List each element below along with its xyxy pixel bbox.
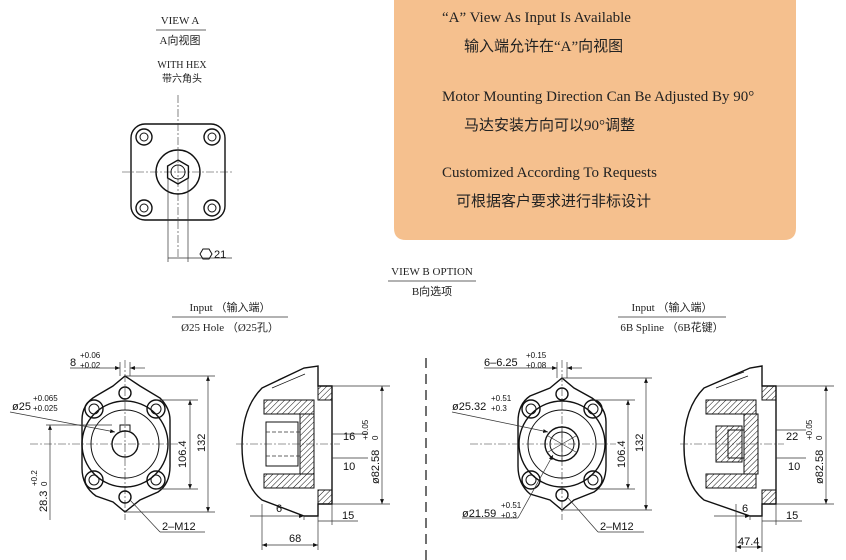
left-pilot-dia: ø82.58 (370, 450, 382, 484)
right-bolt-holes (521, 387, 603, 502)
right-dim-106: 106.4 (616, 440, 628, 468)
right-side-section (680, 365, 784, 517)
right-pilot-dia: ø82.58 (814, 450, 826, 484)
view-b-heading: VIEW B OPTION B向选项 (388, 266, 476, 298)
left-side-10: 10 (343, 461, 355, 473)
left-key-height-tol-upper: +0.2 (30, 470, 39, 486)
left-side-68: 68 (289, 533, 301, 545)
right-major-tol-lower: +0.3 (491, 404, 507, 413)
note-1-en: “A” View As Input Is Available (442, 10, 631, 26)
left-dim-106: 106.4 (177, 440, 189, 468)
option-right: Input （输入端） 6B Spline （6B花键） 6–6.25 (451, 300, 834, 552)
left-key-tol-upper: +0.06 (80, 351, 101, 360)
right-input-label: Input （输入端） (632, 300, 713, 314)
note-2-cn: 马达安装方向可以90°调整 (464, 117, 635, 134)
view-a-title-cn: A向视图 (160, 33, 201, 47)
view-a-hex (166, 159, 190, 185)
left-key-width: 8 (70, 357, 76, 369)
view-b-title: VIEW B OPTION (391, 266, 473, 278)
view-b-title-cn: B向选项 (412, 284, 452, 298)
hex-symbol-icon (199, 248, 213, 260)
right-side-10: 10 (788, 461, 800, 473)
right-side-47: 47.4 (738, 536, 759, 548)
note-1-cn: 输入端允许在“A”向视图 (464, 38, 623, 55)
left-input-spec: Ø25 Hole （Ø25孔） (181, 321, 279, 334)
right-input-spec: 6B Spline （6B花键） (620, 320, 723, 334)
left-bore (111, 430, 139, 458)
left-dim-132: 132 (196, 434, 208, 452)
notes-panel: “A” View As Input Is Available 输入端允许在“A”… (394, 0, 796, 240)
right-pilot-tol-lower: 0 (815, 435, 824, 440)
right-spline-width: 6–6.25 (484, 357, 518, 369)
left-key-tol-lower: +0.02 (80, 361, 101, 370)
right-dim-132: 132 (634, 434, 646, 452)
view-a: VIEW A A向视图 WITH HEX 带六角头 21 (122, 15, 234, 262)
left-key-height-tol-lower: 0 (40, 481, 49, 486)
left-input-label: Input （输入端） (190, 300, 271, 314)
view-a-boss (155, 149, 201, 195)
note-3-cn: 可根据客户要求进行非标设计 (456, 193, 651, 210)
right-side-22: 22 (786, 431, 798, 443)
note-2-en: Motor Mounting Direction Can Be Adjusted… (442, 89, 754, 105)
left-pilot-tol-lower: 0 (371, 435, 380, 440)
left-bore-tol-upper: +0.065 (33, 394, 58, 403)
right-minor-dia: ø21.59 (462, 508, 496, 520)
view-a-title: VIEW A (161, 15, 200, 27)
option-left: Input （输入端） Ø25 Hole （Ø25孔） 8 +0.06 +0.0… (9, 300, 390, 550)
right-pilot-tol-upper: +0.05 (805, 419, 814, 440)
right-thread: 2–M12 (600, 521, 634, 533)
left-front-body (81, 375, 171, 513)
left-side-16: 16 (343, 431, 355, 443)
left-bore-tol-lower: +0.025 (33, 404, 58, 413)
left-side-6: 6 (276, 503, 282, 515)
view-a-hex-label: WITH HEX (157, 60, 207, 71)
left-thread: 2–M12 (162, 521, 196, 533)
right-side-15: 15 (786, 510, 798, 522)
left-side-15: 15 (342, 510, 354, 522)
left-key-height: 28.3 (38, 491, 50, 512)
right-major-tol-upper: +0.51 (491, 394, 512, 403)
right-minor-tol-lower: +0.3 (501, 511, 517, 520)
note-3-en: Customized According To Requests (442, 165, 657, 181)
right-front-body (517, 377, 607, 511)
right-major-dia: ø25.32 (452, 401, 486, 413)
left-bore-dia: ø25 (12, 401, 31, 413)
right-spline-tol-lower: +0.08 (526, 361, 547, 370)
view-a-bolt-holes (135, 128, 221, 217)
left-pilot-tol-upper: +0.05 (361, 419, 370, 440)
right-spline-tol-upper: +0.15 (526, 351, 547, 360)
view-a-hex-size: 21 (214, 249, 226, 261)
right-spline-teeth (547, 427, 577, 461)
left-side-section (236, 365, 340, 517)
view-a-hex-label-cn: 带六角头 (162, 73, 202, 85)
right-side-6: 6 (742, 503, 748, 515)
right-minor-tol-upper: +0.51 (501, 501, 522, 510)
